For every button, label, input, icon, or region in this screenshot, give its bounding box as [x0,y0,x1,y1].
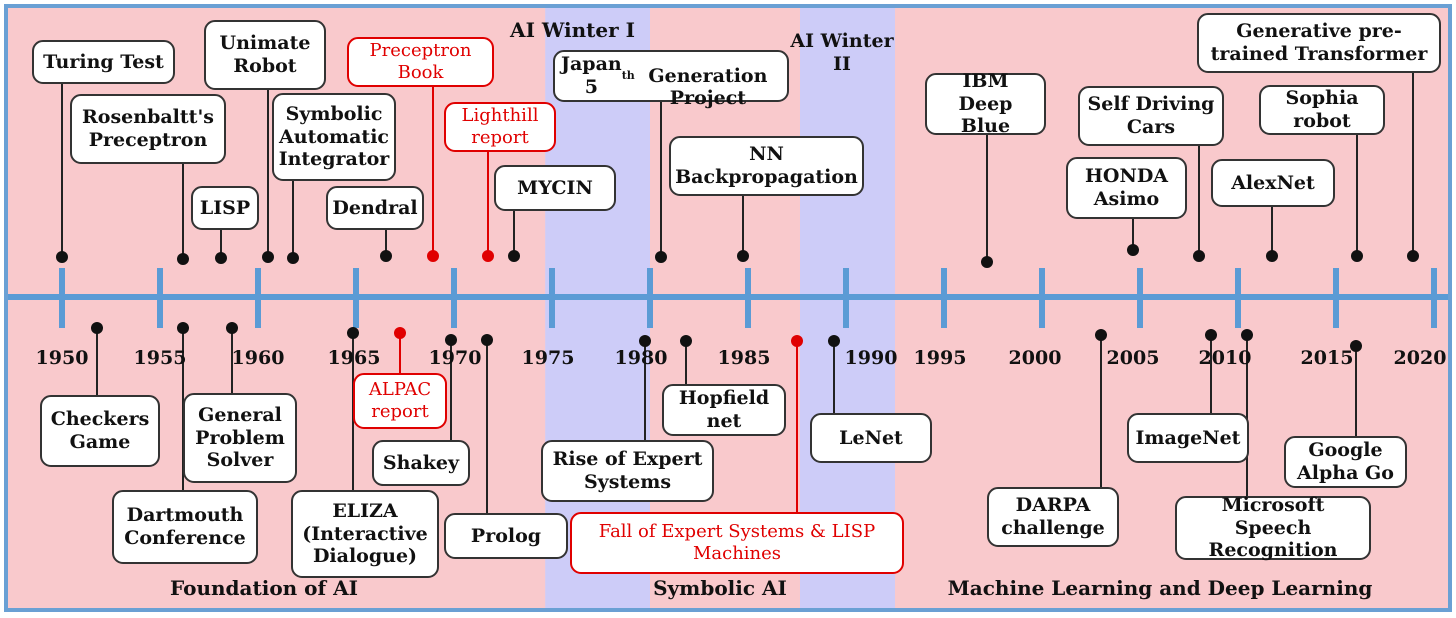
event-dot [828,335,840,347]
event-dot [380,250,392,262]
event-sophia-robot: Sophia robot [1259,85,1385,135]
event-hopfield-net: Hopfield net [662,384,786,436]
event-dot [56,251,68,263]
event-dot [508,250,520,262]
event-symbolic-automatic-integrator: Symbolic Automatic Integrator [272,93,396,181]
event-fall-of-expert-systems: Fall of Expert Systems & LISP Machines [570,512,904,574]
year-label: 2010 [1198,347,1252,369]
event-microsoft-speech-recognition: Microsoft Speech Recognition [1175,494,1371,561]
year-label: 1950 [35,347,89,369]
event-dot [1241,329,1253,341]
event-dot [1350,340,1362,352]
event-dot [1127,244,1139,256]
event-dot [1193,250,1205,262]
event-dot [445,334,457,346]
winter-1-title: AI Winter I [510,18,635,42]
year-label: 1995 [913,347,967,369]
timeline-frame [4,4,1452,612]
year-label: 2005 [1106,347,1160,369]
event-perceptron-book: Preceptron Book [347,37,494,87]
era-foundation-title: Foundation of AI [170,576,358,600]
year-label: 1985 [717,347,771,369]
event-dot-red [791,335,803,347]
event-checkers-game: Checkers Game [40,395,160,467]
event-dot [177,322,189,334]
year-label: 1955 [133,347,187,369]
event-dartmouth-conference: Dartmouth Conference [112,490,258,564]
event-dot [177,253,189,265]
event-dot [287,252,299,264]
event-dot [655,251,667,263]
event-eliza: ELIZA (Interactive Dialogue) [291,490,439,578]
event-self-driving-cars: Self Driving Cars [1078,86,1224,146]
event-dot [226,322,238,334]
event-mycin: MYCIN [494,165,616,211]
event-alpac-report: ALPAC report [353,373,447,429]
event-lenet: LeNet [810,413,932,463]
event-dendral: Dendral [326,186,424,230]
event-dot [1351,250,1363,262]
event-alexnet: AlexNet [1211,159,1335,207]
event-darpa-challenge: DARPA challenge [987,487,1119,547]
event-dot-red [394,327,406,339]
event-ibm-deep-blue: IBM Deep Blue [925,70,1046,137]
event-rosenblatt-perceptron: Rosenbaltt's Preceptron [70,94,226,164]
event-imagenet: ImageNet [1127,413,1249,463]
year-label: 2015 [1300,347,1354,369]
event-turing-test: Turing Test [32,40,175,84]
event-rise-of-expert-systems: Rise of Expert Systems [541,440,714,502]
winter-band-1 [545,6,650,610]
year-label: 1965 [327,347,381,369]
event-dot [215,252,227,264]
event-dot [639,335,651,347]
year-label: 2020 [1393,347,1447,369]
event-nn-backpropagation: NN Backpropagation [669,136,864,196]
year-label: 1960 [231,347,285,369]
event-dot [347,327,359,339]
event-dot [91,322,103,334]
year-label: 2000 [1008,347,1062,369]
event-generative-pretrained-transformer: Generative pre- trained Transformer [1197,13,1441,73]
event-honda-asimo: HONDA Asimo [1066,157,1187,219]
event-dot [262,251,274,263]
event-unimate-robot: Unimate Robot [204,20,326,90]
event-dot [1205,329,1217,341]
winter-2-title: AI Winter II [790,30,894,75]
event-dot [1266,250,1278,262]
era-symbolic-title: Symbolic AI [653,576,787,600]
event-dot [481,334,493,346]
event-dot [1095,329,1107,341]
event-dot [737,250,749,262]
year-label: 1975 [521,347,575,369]
event-shakey: Shakey [372,440,470,486]
year-label: 1980 [614,347,668,369]
event-dot [680,335,692,347]
event-dot [1407,250,1419,262]
year-label: 1970 [428,347,482,369]
event-lighthill-report: Lighthill report [444,102,556,152]
event-prolog: Prolog [444,513,568,559]
event-dot-red [482,250,494,262]
event-dot-red [427,250,439,262]
event-google-alpha-go: Google Alpha Go [1284,436,1407,488]
event-dot [981,256,993,268]
year-label: 1990 [844,347,898,369]
era-ml-dl-title: Machine Learning and Deep Learning [947,576,1373,600]
event-general-problem-solver: General Problem Solver [183,393,297,483]
event-lisp: LISP [191,186,259,230]
